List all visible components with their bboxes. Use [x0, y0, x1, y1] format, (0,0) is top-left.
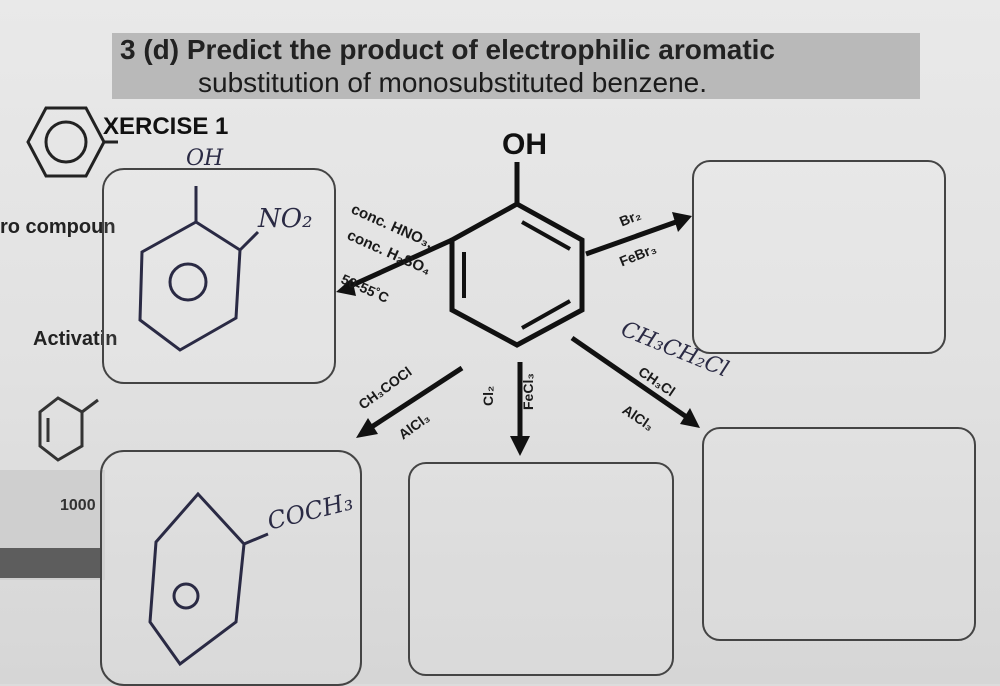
handwritten-nitrophenol [138, 186, 260, 352]
phenol-structure [449, 162, 585, 348]
chlorination-reagent-1: Cl₂ [480, 385, 496, 406]
benzene-icon [26, 106, 118, 178]
side-text-compound: ro compoun [0, 216, 116, 238]
side-tag: 1000 [60, 497, 96, 514]
side-text-activating: Activatin [33, 328, 118, 350]
handwritten-no2: NO₂ [258, 204, 313, 234]
left-dark-band [0, 548, 100, 578]
page-subtitle: substitution of monosubstituted benzene. [198, 67, 708, 98]
answer-box-chlorination[interactable] [408, 462, 674, 676]
arrow-acylation [356, 365, 464, 438]
answer-box-alkylation[interactable] [702, 427, 976, 641]
answer-box-bromination[interactable] [692, 160, 946, 354]
exercise-title: XERCISE 1 [103, 113, 229, 140]
handwritten-acetophenone [148, 491, 269, 667]
header-highlight [112, 33, 920, 99]
arrow-nitration [336, 237, 454, 296]
page-title: 3 (d) Predict the product of electrophil… [120, 34, 775, 65]
substituent-label: OH [502, 128, 547, 161]
arrow-chlorination [510, 362, 530, 456]
answer-box-acylation[interactable] [100, 450, 362, 686]
handwritten-oh: OH [186, 146, 224, 171]
arrow-bromination [585, 212, 692, 257]
small-benzene-icon [38, 396, 99, 462]
chlorination-reagent-2: FeCl₃ [520, 373, 536, 410]
arrow-alkylation [570, 335, 700, 428]
